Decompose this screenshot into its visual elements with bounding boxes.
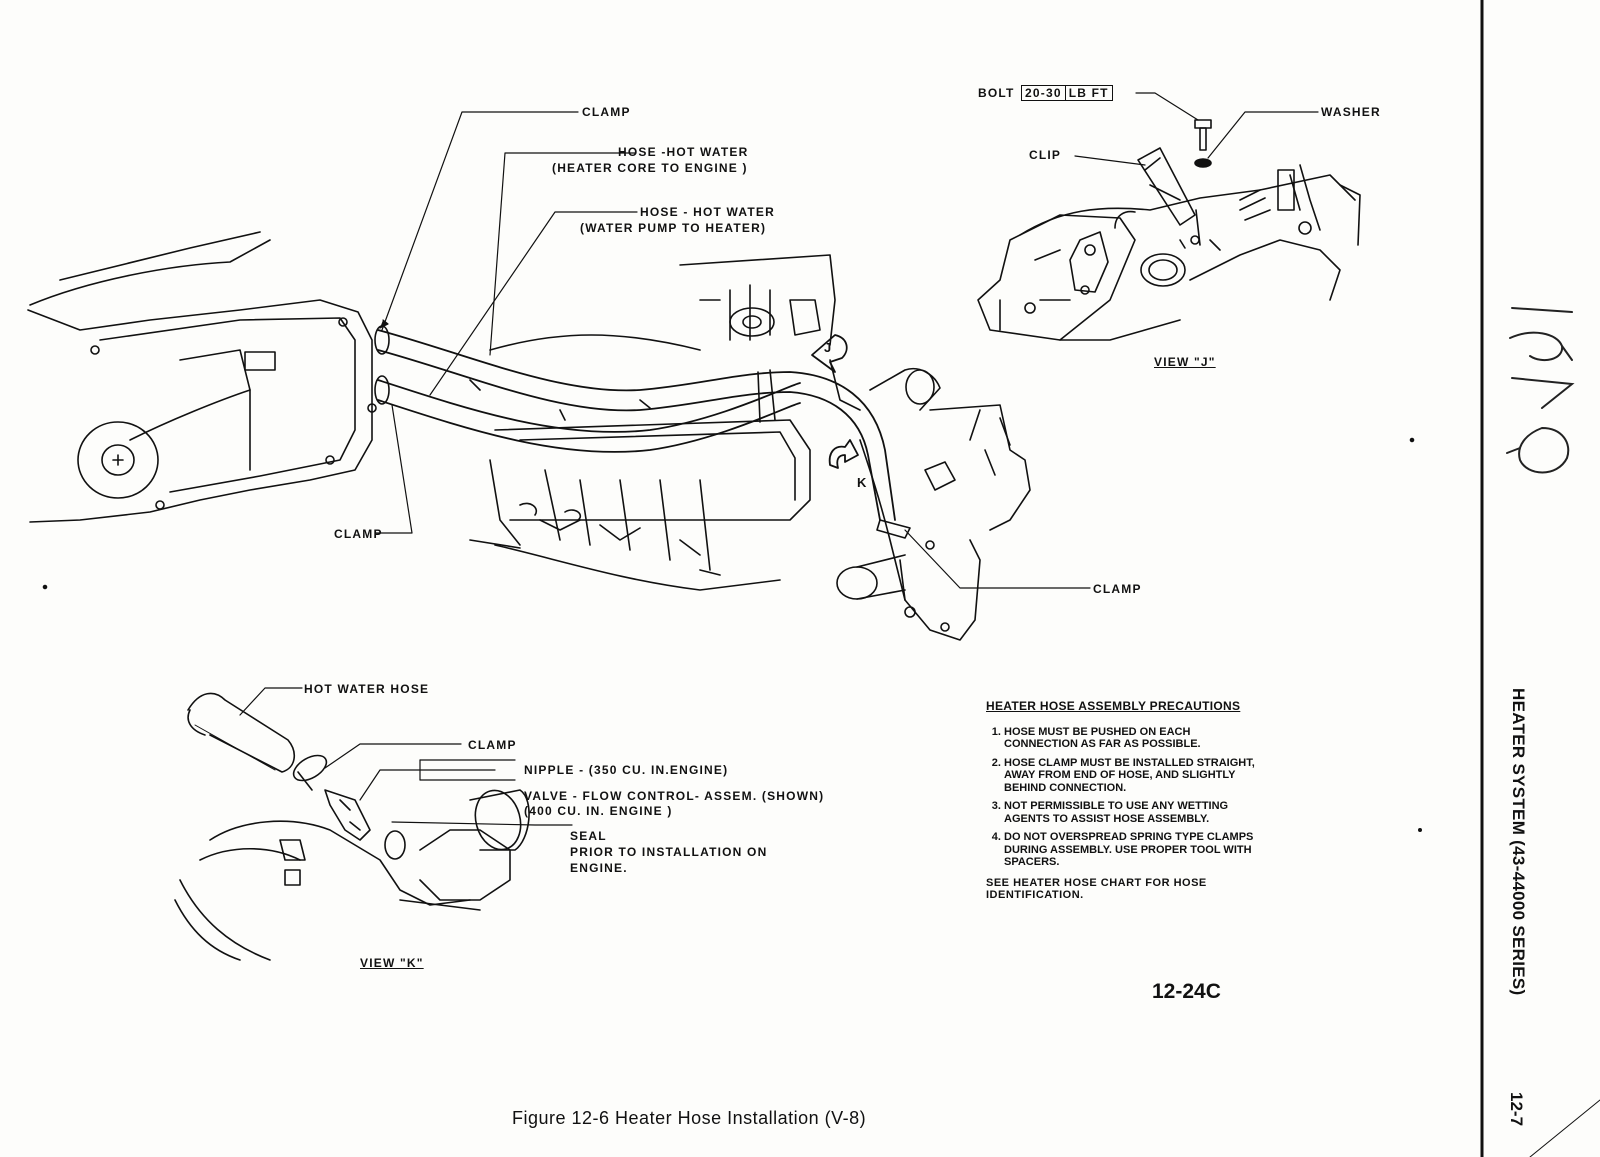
view-j-drawing bbox=[977, 119, 1361, 341]
side-header: HEATER SYSTEM (43-44000 SERIES) bbox=[1508, 688, 1530, 1088]
side-header-text: HEATER SYSTEM (43-44000 SERIES) bbox=[1509, 688, 1528, 996]
label-view-k-callout: K bbox=[857, 475, 868, 490]
precautions-title: HEATER HOSE ASSEMBLY PRECAUTIONS bbox=[986, 699, 1241, 713]
precaution-item: NOT PERMISSIBLE TO USE ANY WETTING AGENT… bbox=[1004, 800, 1266, 825]
label-clamp-right: CLAMP bbox=[1093, 582, 1142, 596]
label-hose-core-2: (HEATER CORE TO ENGINE ) bbox=[552, 161, 748, 175]
label-clip: CLIP bbox=[1029, 148, 1062, 162]
view-k-arrow bbox=[828, 439, 859, 469]
precaution-item: HOSE CLAMP MUST BE INSTALLED STRAIGHT, A… bbox=[1004, 757, 1266, 795]
label-clamp-top: CLAMP bbox=[582, 105, 631, 119]
leader-lines bbox=[375, 111, 1091, 589]
figure-id: 12-24C bbox=[1152, 980, 1221, 1003]
hose-water-pump-to-heater bbox=[377, 379, 801, 453]
label-view-j-callout: J bbox=[824, 340, 833, 355]
view-k-drawing bbox=[174, 692, 530, 961]
view-j-title: VIEW "J" bbox=[1154, 355, 1216, 369]
label-seal: SEAL bbox=[570, 829, 607, 843]
engine-block-drawing bbox=[469, 254, 836, 591]
precaution-item: DO NOT OVERSPREAD SPRING TYPE CLAMPS DUR… bbox=[1004, 831, 1266, 869]
hose-heater-core-to-engine bbox=[377, 329, 896, 521]
label-seal-note-2: ENGINE. bbox=[570, 861, 628, 875]
view-j-arrow bbox=[811, 334, 848, 373]
label-nipple: NIPPLE - (350 CU. IN.ENGINE) bbox=[524, 763, 729, 777]
water-pump-drawing bbox=[836, 368, 1031, 641]
view-k-title: VIEW "K" bbox=[360, 956, 424, 970]
precaution-item: HOSE MUST BE PUSHED ON EACH CONNECTION A… bbox=[1004, 726, 1266, 751]
label-seal-note-1: PRIOR TO INSTALLATION ON bbox=[570, 845, 768, 859]
precautions-block: HEATER HOSE ASSEMBLY PRECAUTIONS HOSE MU… bbox=[986, 700, 1266, 902]
precautions-note: SEE HEATER HOSE CHART FOR HOSE IDENTIFIC… bbox=[986, 876, 1207, 902]
label-clamp-left: CLAMP bbox=[334, 527, 383, 541]
label-hot-water-hose: HOT WATER HOSE bbox=[304, 682, 430, 696]
label-hose-core-1: HOSE -HOT WATER bbox=[618, 145, 749, 159]
heater-case-drawing bbox=[27, 231, 377, 523]
label-washer: WASHER bbox=[1321, 105, 1381, 119]
view-k-leaders bbox=[239, 687, 573, 826]
precautions-list: HOSE MUST BE PUSHED ON EACH CONNECTION A… bbox=[986, 726, 1266, 869]
label-valve-2: (400 CU. IN. ENGINE ) bbox=[524, 804, 673, 818]
torque-value: 20-30 bbox=[1021, 85, 1066, 101]
label-valve-1: VALVE - FLOW CONTROL- ASSEM. (SHOWN) bbox=[524, 789, 825, 803]
view-j-leaders bbox=[1074, 92, 1319, 166]
label-hose-pump-1: HOSE - HOT WATER bbox=[640, 205, 775, 219]
label-hose-pump-2: (WATER PUMP TO HEATER) bbox=[580, 221, 767, 235]
handwritten-year bbox=[1506, 307, 1575, 474]
label-bolt: BOLT bbox=[978, 86, 1015, 100]
page-number: 12-7 bbox=[1507, 1092, 1526, 1127]
torque-unit: LB FT bbox=[1065, 85, 1113, 101]
figure-caption: Figure 12-6 Heater Hose Installation (V-… bbox=[512, 1108, 867, 1128]
label-clamp-k: CLAMP bbox=[468, 738, 517, 752]
